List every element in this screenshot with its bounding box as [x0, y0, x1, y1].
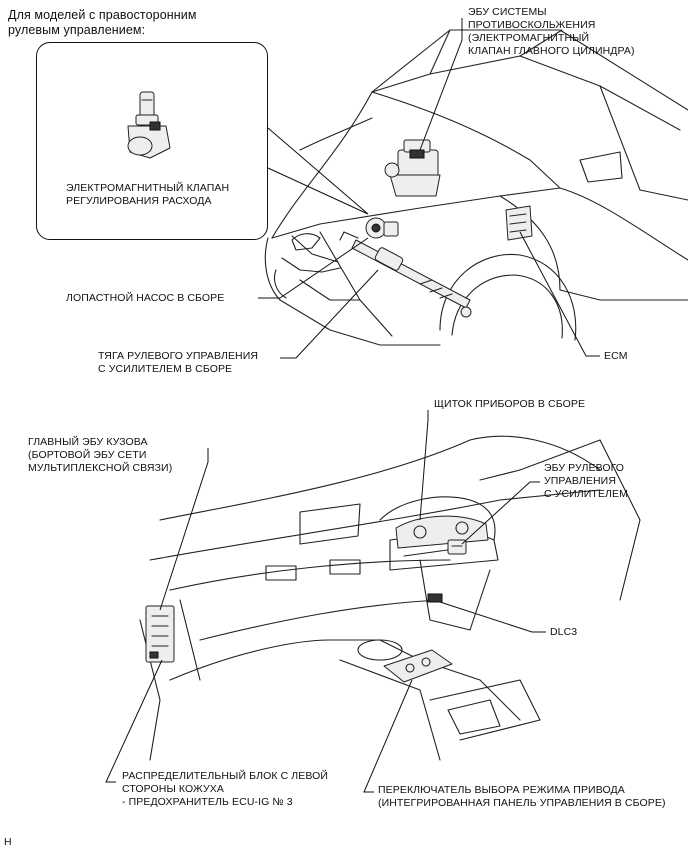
- label-junction-block: РАСПРЕДЕЛИТЕЛЬНЫЙ БЛОК С ЛЕВОЙ СТОРОНЫ К…: [122, 770, 329, 808]
- label-vane-pump: ЛОПАСТНОЙ НАСОС В СБОРЕ: [66, 292, 225, 304]
- leader-junction-block: [105, 659, 163, 783]
- junction-block-drawing: [145, 605, 175, 663]
- leader-main-body-ecu: [159, 448, 209, 611]
- leader-abs-ecu: [419, 18, 463, 151]
- flow-control-valve-drawing: [127, 91, 171, 159]
- leader-ps-ecu: [461, 481, 540, 545]
- label-combination-meter: ЩИТОК ПРИБОРОВ В СБОРЕ: [434, 398, 586, 410]
- label-main-body-ecu: ГЛАВНЫЙ ЭБУ КУЗОВА (БОРТОВОЙ ЭБУ СЕТИ МУ…: [28, 436, 173, 474]
- label-steering-link: ТЯГА РУЛЕВОГО УПРАВЛЕНИЯ С УСИЛИТЕЛЕМ В …: [98, 350, 259, 375]
- label-ps-ecu: ЭБУ РУЛЕВОГО УПРАВЛЕНИЯ С УСИЛИТЕЛЕМ: [544, 462, 628, 500]
- leader-ecm: [519, 231, 600, 357]
- rhd-inset-frame: [36, 42, 268, 240]
- label-flow-valve: ЭЛЕКТРОМАГНИТНЫЙ КЛАПАН РЕГУЛИРОВАНИЯ РА…: [66, 182, 230, 207]
- abs-actuator-drawing: [384, 139, 441, 197]
- label-ecm: ECM: [604, 350, 628, 362]
- label-drive-mode-switch: ПЕРЕКЛЮЧАТЕЛЬ ВЫБОРА РЕЖИМА ПРИВОДА (ИНТ…: [378, 784, 666, 809]
- leader-dlc3: [439, 601, 546, 633]
- vehicle-front-drawing: [264, 29, 688, 346]
- leader-vane-pump: [258, 237, 369, 299]
- ecm-drawing: [505, 205, 533, 241]
- leader-combination-meter: [419, 410, 429, 521]
- ps-ecu-drawing: [447, 539, 467, 555]
- leader-drive-mode-switch: [363, 679, 413, 793]
- label-dlc3: DLC3: [550, 626, 578, 638]
- figure-code: H: [4, 836, 12, 848]
- rhd-note: Для моделей с правосторонним рулевым упр…: [8, 8, 197, 37]
- inset-callout-pointer: [267, 127, 369, 215]
- dlc3-drawing: [427, 593, 443, 603]
- label-abs-ecu: ЭБУ СИСТЕМЫ ПРОТИВОСКОЛЬЖЕНИЯ (ЭЛЕКТРОМА…: [468, 6, 635, 57]
- combination-meter-drawing: [395, 515, 489, 549]
- leader-steering-link: [280, 269, 379, 359]
- vane-pump-drawing: [365, 217, 399, 239]
- steering-rack-drawing: [339, 231, 472, 318]
- integration-panel-drawing: [383, 649, 453, 683]
